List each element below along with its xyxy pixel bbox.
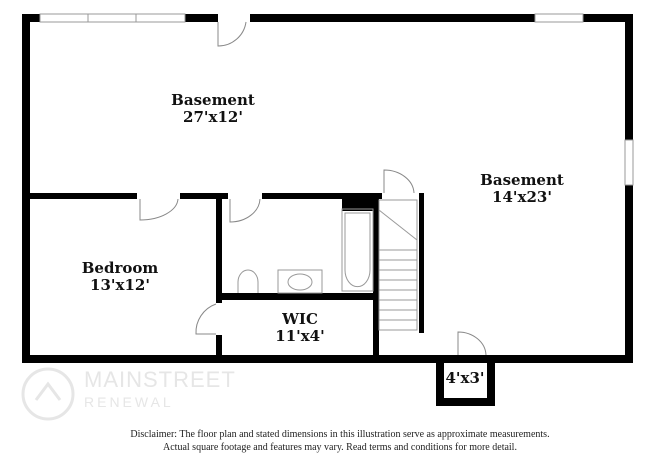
logo-subtext: RENEWAL bbox=[84, 394, 174, 410]
sink-icon bbox=[277, 269, 323, 294]
logo-text: MAINSTREET bbox=[84, 367, 236, 392]
disclaimer-line-1: Disclaimer: The floor plan and stated di… bbox=[130, 429, 550, 440]
room-label-closet: 4'x3' bbox=[445, 369, 485, 387]
stairs bbox=[378, 199, 418, 331]
disclaimer-line-2: Actual square footage and features may v… bbox=[163, 442, 517, 453]
bath-fixtures bbox=[237, 208, 374, 294]
logo-icon bbox=[21, 367, 75, 421]
windows bbox=[39, 13, 634, 186]
logo-watermark: MAINSTREET RENEWAL bbox=[20, 366, 260, 422]
doors bbox=[139, 21, 487, 356]
walls bbox=[22, 14, 633, 406]
toilet-icon bbox=[237, 269, 259, 293]
disclaimer: Disclaimer: The floor plan and stated di… bbox=[110, 428, 570, 454]
bathtub-icon bbox=[341, 208, 374, 292]
